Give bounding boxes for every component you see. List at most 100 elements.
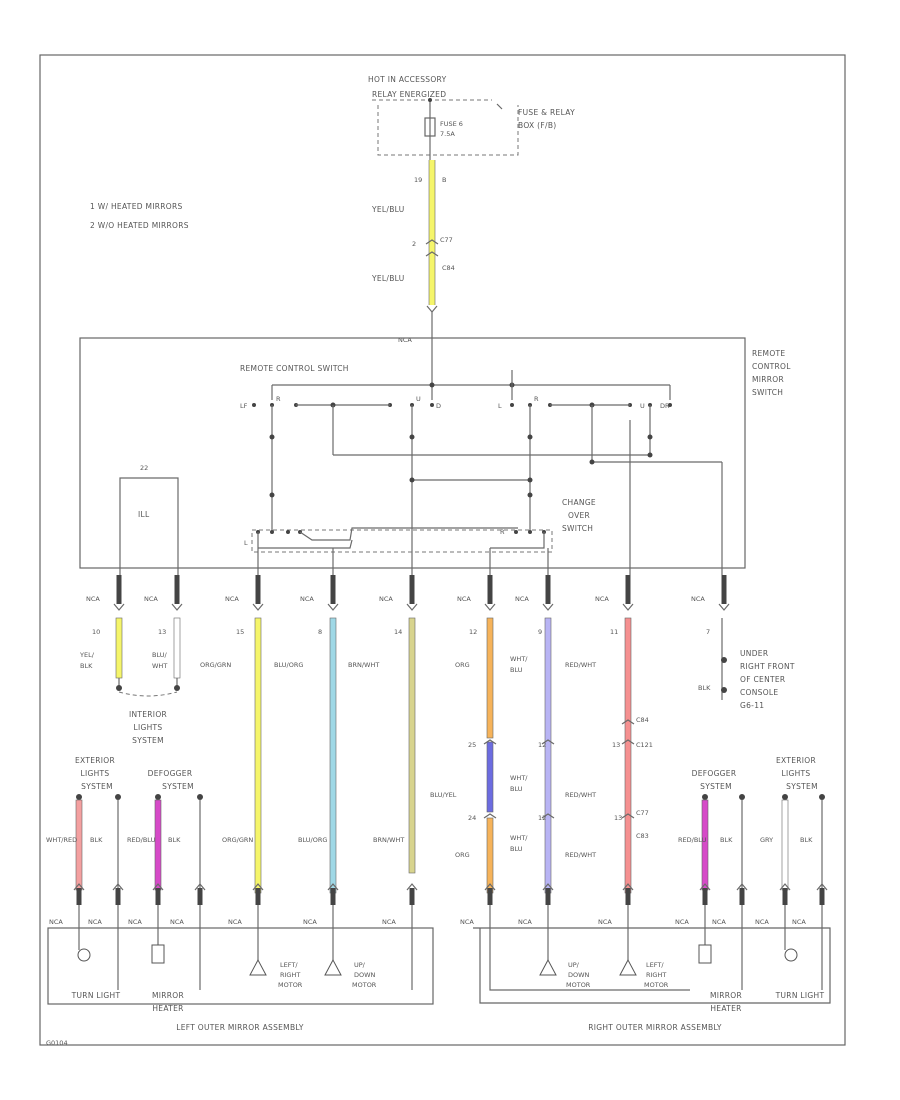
right-assembly-label: RIGHT OUTER MIRROR ASSEMBLY — [588, 1023, 722, 1032]
bottom-nca-label: NCA — [755, 918, 769, 926]
left-heater-2: HEATER — [152, 1004, 183, 1013]
switch-title-2: CONTROL — [752, 362, 791, 371]
changeover-l: L — [244, 539, 248, 547]
right-heater-2: HEATER — [710, 1004, 741, 1013]
footer-code: G0104 — [46, 1039, 68, 1047]
pin-9: 9 — [538, 628, 542, 636]
wire-wht-blu-1: WHT/ — [510, 655, 528, 663]
right-motor-ud-1: UP/ — [568, 961, 580, 969]
ground-line-5: G6-11 — [740, 701, 764, 710]
bottom-connector-mark — [112, 883, 124, 891]
left-turn: TURN LIGHT — [71, 991, 121, 1000]
bottom-connector-mark — [194, 883, 206, 891]
right-def-2: SYSTEM — [700, 782, 732, 791]
feed-wire: YEL/BLU 2 C77 C84 YEL/BLU NCA — [371, 160, 455, 400]
left-w4: BLK — [168, 836, 181, 844]
ground-line-4: CONSOLE — [740, 688, 778, 697]
bottom-connector-mark — [779, 883, 791, 891]
bottom-nca-label: NCA — [712, 918, 726, 926]
pin-label-u2: U — [640, 402, 645, 410]
wire-wht-blu-mid-2: BLU — [510, 785, 523, 793]
connector-pin: NCA — [691, 575, 730, 611]
wire-blk: BLK — [80, 662, 93, 670]
conn-c84-label: C84 — [442, 264, 455, 272]
bottom-nca-label: NCA — [460, 918, 474, 926]
bottom-nca-label: NCA — [598, 918, 612, 926]
connector-mark — [327, 603, 339, 611]
conn-c77-pin: 2 — [412, 240, 416, 248]
interior-line-1: INTERIOR — [129, 710, 167, 719]
pin-14: 14 — [394, 628, 402, 636]
feed-wire-color-top: YEL/BLU — [371, 205, 405, 214]
left-ext-2: LIGHTS — [81, 769, 110, 778]
left-assembly-label: LEFT OUTER MIRROR ASSEMBLY — [176, 1023, 304, 1032]
right-turn: TURN LIGHT — [775, 991, 825, 1000]
legend-item-2: 2 W/O HEATED MIRRORS — [90, 221, 189, 230]
conn-25: 25 — [468, 741, 476, 749]
bottom-connector-pin: NCA — [712, 883, 748, 926]
hot-label-1: HOT IN ACCESSORY — [368, 75, 447, 84]
changeover-label-2: OVER — [568, 511, 590, 520]
interior-line-3: SYSTEM — [132, 736, 164, 745]
fuse-relay-box: HOT IN ACCESSORY RELAY ENERGIZED FUSE 6 … — [368, 75, 575, 184]
right-ext-2: LIGHTS — [782, 769, 811, 778]
conn-c83: C83 — [636, 832, 649, 840]
right-w1: RED/BLU — [678, 836, 707, 844]
right-ext-3: SYSTEM — [786, 782, 818, 791]
bottom-nca-label: NCA — [382, 918, 396, 926]
left-motor-lr-3: MOTOR — [278, 981, 303, 989]
interior-line-2: LIGHTS — [134, 723, 163, 732]
bottom-connector-pin: NCA — [792, 883, 828, 926]
connector-mark — [171, 603, 183, 611]
pin-label-l: L — [498, 402, 502, 410]
connector-mark — [542, 603, 554, 611]
bottom-connector-pin: NCA — [518, 883, 554, 926]
connector-pin: NCA — [457, 575, 496, 611]
conn-13: 13 — [612, 741, 620, 749]
right-motor-lr-2: RIGHT — [646, 971, 666, 979]
fuse-box-label-2: BOX (F/B) — [518, 121, 557, 130]
wire-yel: YEL/ — [79, 651, 95, 659]
fuse-amp: 7.5A — [440, 130, 455, 138]
changeover-switch: CHANGE OVER SWITCH L R — [244, 420, 631, 575]
bottom-connector-pin: NCA — [128, 883, 164, 926]
wire-red-wht-low: RED/WHT — [565, 851, 596, 859]
pin-12: 12 — [469, 628, 477, 636]
bottom-nca-label: NCA — [170, 918, 184, 926]
pin-11: 11 — [610, 628, 618, 636]
fuse-label: FUSE 6 — [440, 120, 463, 128]
right-ext-1: EXTERIOR — [776, 756, 816, 765]
ground-label: UNDER RIGHT FRONT OF CENTER CONSOLE G6-1… — [740, 649, 795, 710]
conn-c77-label: C77 — [440, 236, 453, 244]
left-w5: ORG/GRN — [222, 836, 253, 844]
connector-pin: NCA — [86, 575, 125, 611]
left-def-1: DEFOGGER — [148, 769, 193, 778]
ill-label: ILL — [138, 510, 150, 519]
pin-10: 10 — [92, 628, 100, 636]
left-motor-lr-2: RIGHT — [280, 971, 300, 979]
bottom-connector-pin: NCA — [382, 883, 418, 926]
right-w4: BLK — [800, 836, 813, 844]
connector-nca-label: NCA — [379, 595, 393, 603]
left-ext-1: EXTERIOR — [75, 756, 115, 765]
connector-mark — [252, 603, 264, 611]
connector-nca-label: NCA — [595, 595, 609, 603]
right-w2: BLK — [720, 836, 733, 844]
left-heater-1: MIRROR — [152, 991, 184, 1000]
bottom-connector-mark — [73, 883, 85, 891]
bottom-connector-mark — [484, 883, 496, 891]
changeover-r: R — [500, 528, 505, 536]
right-mirror-assembly: DEFOGGER SYSTEM EXTERIOR LIGHTS SYSTEM R… — [473, 756, 831, 1032]
connector-nca-label: NCA — [86, 595, 100, 603]
conn-12b: 12 — [538, 814, 546, 822]
right-switch-contacts: L R U DR — [498, 395, 672, 530]
pin-label-r2: R — [534, 395, 539, 403]
bottom-nca-label: NCA — [88, 918, 102, 926]
left-w8: ORG — [455, 851, 470, 859]
connector-mark — [718, 603, 730, 611]
connector-mark — [622, 603, 634, 611]
interior-lights-label: INTERIOR LIGHTS SYSTEM — [129, 710, 167, 745]
wire-wht-blu-low-1: WHT/ — [510, 834, 528, 842]
